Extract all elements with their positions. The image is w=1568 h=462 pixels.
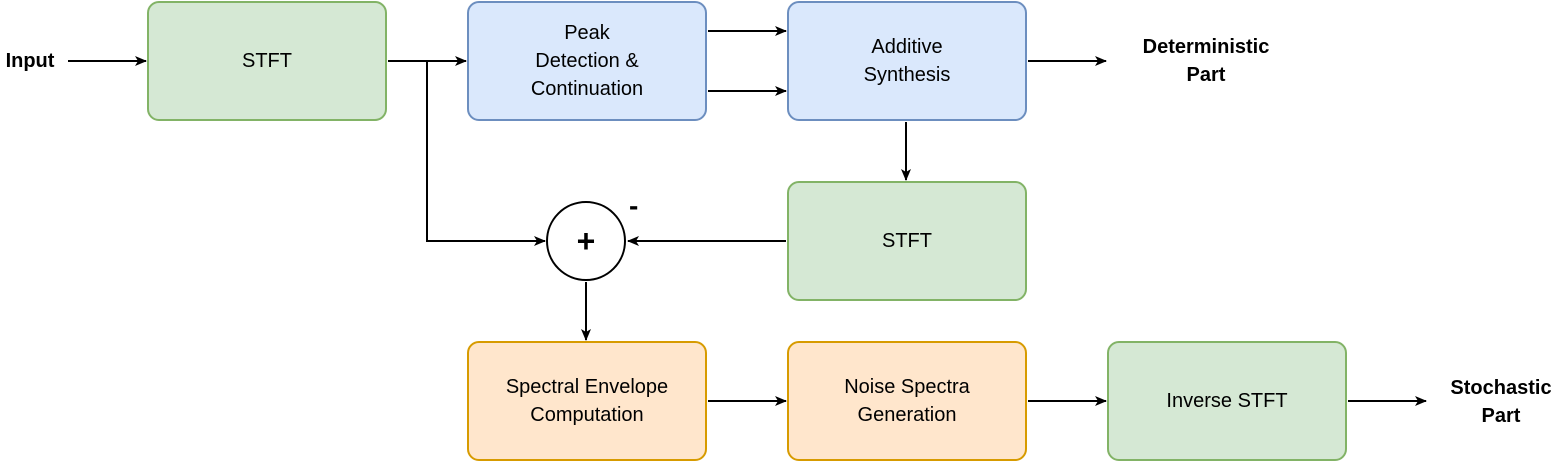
- stft-block: STFT: [147, 1, 387, 121]
- summing-junction-symbol: +: [576, 222, 596, 259]
- inverse-stft-block: Inverse STFT: [1107, 341, 1347, 461]
- summing-junction: +: [546, 201, 626, 281]
- stft-feedback-block: STFT: [787, 181, 1027, 301]
- noise-spectra-block: Noise Spectra Generation: [787, 341, 1027, 461]
- negative-sign: -: [629, 190, 639, 221]
- inverse-stft-label: Inverse STFT: [1166, 390, 1288, 412]
- stochastic-part-label: Stochastic Part: [1450, 377, 1552, 427]
- stft-block-label: STFT: [242, 50, 292, 72]
- spectral-envelope-block: Spectral Envelope Computation: [467, 341, 707, 461]
- deterministic-part-label: Deterministic Part: [1142, 36, 1270, 86]
- spectral-envelope-label: Spectral Envelope Computation: [505, 376, 669, 426]
- noise-spectra-label: Noise Spectra Generation: [844, 376, 970, 426]
- additive-synthesis-block: Additive Synthesis: [787, 1, 1027, 121]
- peak-detection-block: Peak Detection & Continuation: [467, 1, 707, 121]
- stft-feedback-label: STFT: [882, 230, 932, 252]
- peak-detection-label: Peak Detection & Continuation: [530, 22, 644, 100]
- additive-synthesis-label: Additive Synthesis: [863, 36, 951, 86]
- input-label: Input: [5, 50, 55, 72]
- arrow-stft-to-sum: [426, 61, 546, 246]
